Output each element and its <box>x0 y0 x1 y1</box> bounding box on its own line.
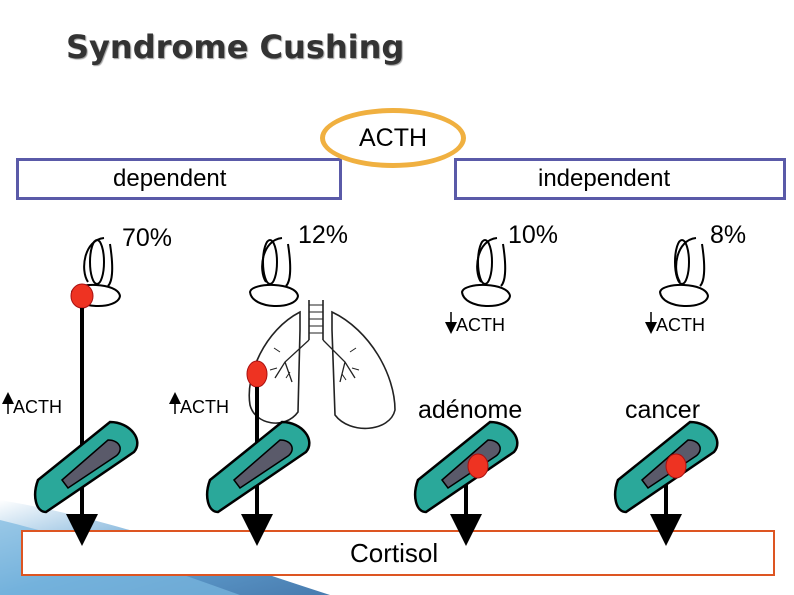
ectopic-tumor <box>246 360 268 388</box>
pituitary-tumor <box>70 283 94 309</box>
percent-10: 10% <box>508 221 559 249</box>
adrenal-gland-4 <box>614 420 719 514</box>
pituitary-icon-2 <box>248 237 300 308</box>
percent-12: 12% <box>298 221 349 249</box>
lung-icon <box>248 300 396 430</box>
independent-box <box>454 158 786 200</box>
adenome-label: adénome <box>418 396 523 424</box>
percent-70: 70% <box>122 224 173 252</box>
adrenal-tumor-cancer <box>665 453 687 479</box>
acth-center-label: ACTH <box>359 124 428 152</box>
independent-label: independent <box>538 165 671 192</box>
dependent-label: dependent <box>113 165 227 192</box>
adrenal-gland-3 <box>414 420 519 514</box>
adrenal-gland-2 <box>206 420 311 514</box>
acth-label-3: ACTH <box>456 315 505 335</box>
acth-label-2: ACTH <box>180 397 229 417</box>
acth-label-1: ACTH <box>13 397 62 417</box>
pituitary-icon-3 <box>460 237 512 308</box>
pituitary-icon-4 <box>658 237 710 308</box>
acth-label-4: ACTH <box>656 315 705 335</box>
cortisol-box <box>21 530 775 576</box>
acth-ellipse <box>320 108 466 168</box>
cancer-label: cancer <box>625 396 701 424</box>
dependent-box <box>16 158 342 200</box>
percent-8: 8% <box>710 221 747 249</box>
adrenal-tumor-adenome <box>467 453 489 479</box>
page-title: Syndrome Cushing <box>66 28 405 66</box>
cortisol-label: Cortisol <box>350 538 439 568</box>
adrenal-gland-1 <box>34 420 139 514</box>
